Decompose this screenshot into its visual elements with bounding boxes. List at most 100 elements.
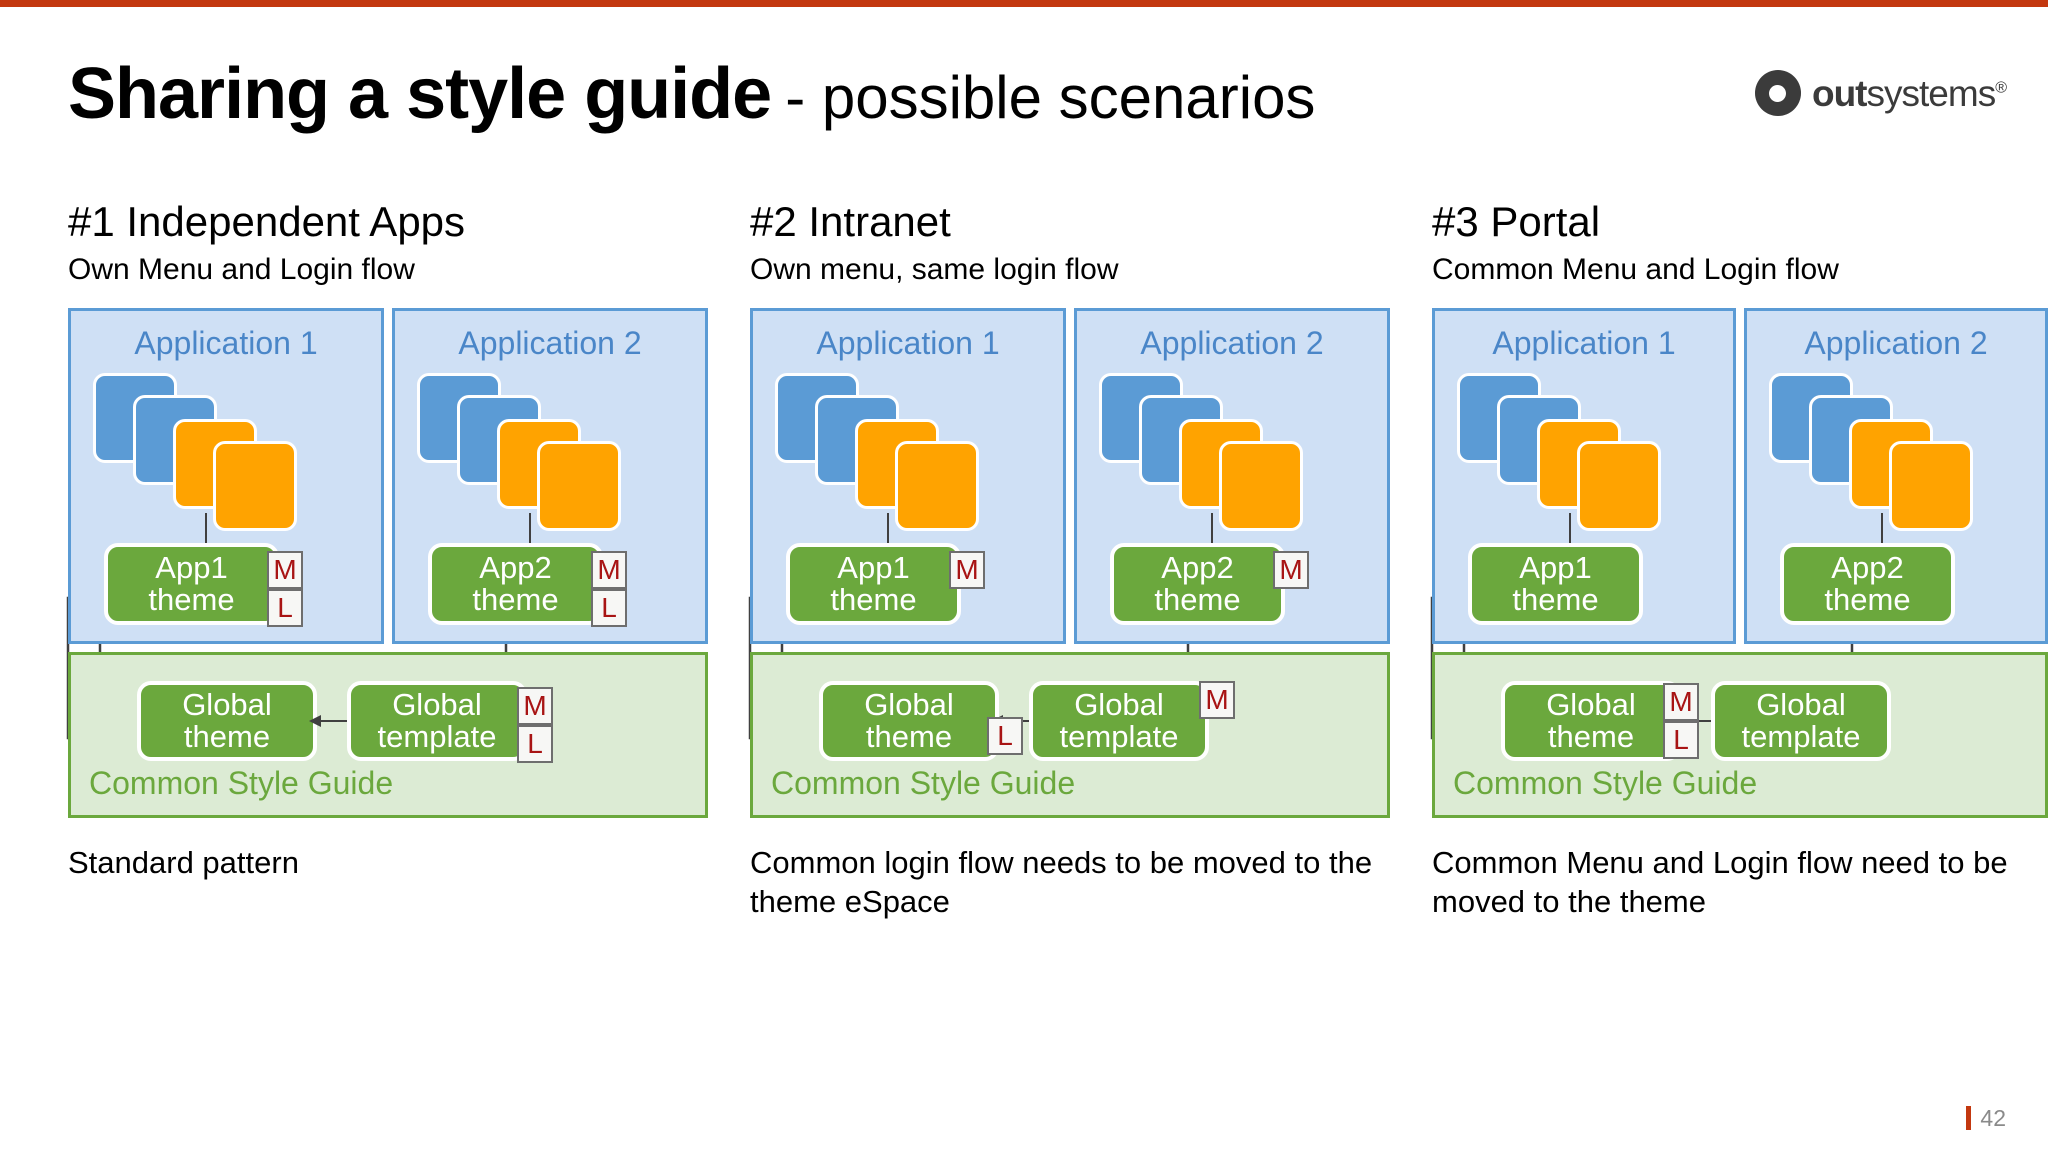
column-1-heading: #1 Independent Apps — [68, 198, 466, 245]
app-panel-1-title: Application 1 — [816, 325, 1000, 362]
column-3-apps-row: Application 1 App1 theme Application 2 — [1432, 308, 2048, 645]
global-template-line1: Global — [1074, 686, 1164, 722]
app2-theme-box: App2 theme — [428, 543, 603, 626]
global-theme-line2: theme — [865, 719, 953, 755]
global-theme-box: Global theme — [819, 681, 999, 762]
page-number-value: 42 — [1980, 1104, 2006, 1131]
module-square-orange-2 — [537, 441, 621, 532]
app1-theme-line2: theme — [830, 582, 917, 618]
module-square-orange-2 — [1577, 441, 1661, 532]
global-template-box: Global template — [1029, 681, 1209, 762]
badge-m: M — [949, 551, 985, 590]
global-theme-box: Global theme — [137, 681, 317, 762]
module-stack — [93, 373, 381, 567]
app2-theme-box: App2 theme — [1110, 543, 1285, 626]
app-panel-1: Application 1 App1 theme M L — [68, 308, 384, 645]
app1-theme-line1: App1 — [1519, 549, 1592, 585]
app-panel-2: Application 2 App2 theme M — [1074, 308, 1390, 645]
global-theme-line1: Global — [1546, 686, 1636, 722]
app2-theme-line2: theme — [472, 582, 559, 618]
outsystems-logo: outsystems® — [1754, 70, 2007, 116]
badge-m: M — [267, 551, 303, 590]
global-template-line2: template — [1059, 719, 1179, 755]
registered-mark: ® — [1995, 79, 2007, 97]
app2-theme-line2: theme — [1154, 582, 1241, 618]
app-panel-2-title: Application 2 — [1140, 325, 1324, 362]
module-stack — [1099, 373, 1387, 567]
global-template-box: Global template — [1711, 681, 1891, 762]
module-square-orange-2 — [213, 441, 297, 532]
common-style-guide-label: Common Style Guide — [89, 765, 394, 802]
page-number-tick — [1966, 1106, 1972, 1130]
badge-m: M — [591, 551, 627, 590]
global-template-line1: Global — [1756, 686, 1846, 722]
column-3-diagram: Application 1 App1 theme Application 2 — [1430, 308, 2048, 819]
badge-l: L — [591, 589, 627, 628]
app1-theme-box: App1 theme — [786, 543, 961, 626]
app1-theme-line1: App1 — [155, 549, 228, 585]
column-2-subheading: Own menu, same login flow — [750, 253, 1119, 287]
global-theme-box: Global theme — [1501, 681, 1681, 762]
scenario-column-1: #1 Independent Apps Own Menu and Login f… — [66, 198, 708, 883]
app-panel-2: Application 2 App2 theme M L — [392, 308, 708, 645]
page-title: Sharing a style guide - possible scenari… — [68, 58, 1315, 130]
module-square-orange-2 — [1219, 441, 1303, 532]
badge-l: L — [267, 589, 303, 628]
donut-icon — [1754, 70, 1801, 116]
template-to-theme-arrow — [309, 715, 349, 728]
column-3-heading: #3 Portal — [1432, 198, 1601, 245]
common-style-guide-panel-2: Global theme Global template L M Common … — [750, 652, 1390, 819]
column-3-caption: Common Menu and Login flow need to be mo… — [1432, 845, 2008, 919]
column-3-subheading: Common Menu and Login flow — [1432, 253, 1839, 287]
page-title-bold: Sharing a style guide — [68, 54, 772, 134]
module-stack — [1769, 373, 2045, 567]
app2-theme-line1: App2 — [1831, 549, 1904, 585]
common-style-guide-label: Common Style Guide — [771, 765, 1076, 802]
app1-theme-line1: App1 — [837, 549, 910, 585]
app1-theme-line2: theme — [1512, 582, 1599, 618]
scenario-column-3: #3 Portal Common Menu and Login flow App… — [1430, 198, 2048, 922]
column-2-diagram: Application 1 App1 theme M Application 2 — [748, 308, 1390, 819]
column-1-diagram: Application 1 App1 theme M L Application… — [66, 308, 708, 819]
global-theme-line2: theme — [1547, 719, 1635, 755]
app2-theme-box: App2 theme — [1780, 543, 1955, 626]
badge-m: M — [1199, 681, 1235, 720]
module-stack — [1457, 373, 1733, 567]
app1-theme-line2: theme — [148, 582, 235, 618]
logo-text-light: systems — [1866, 72, 1997, 114]
app2-theme-line1: App2 — [479, 549, 552, 585]
scenario-column-2: #2 Intranet Own menu, same login flow Ap… — [748, 198, 1390, 922]
global-template-line2: template — [377, 719, 497, 755]
app-panel-1-title: Application 1 — [134, 325, 318, 362]
app-panel-1: Application 1 App1 theme M — [750, 308, 1066, 645]
column-2-heading: #2 Intranet — [750, 198, 951, 245]
global-template-box: Global template — [347, 681, 527, 762]
global-theme-line1: Global — [182, 686, 272, 722]
global-template-line2: template — [1741, 719, 1861, 755]
column-1-caption: Standard pattern — [68, 845, 299, 881]
badge-m: M — [1663, 683, 1699, 722]
app-panel-1-title: Application 1 — [1492, 325, 1676, 362]
app-panel-2-title: Application 2 — [1804, 325, 1988, 362]
module-square-orange-2 — [895, 441, 979, 532]
badge-m: M — [1273, 551, 1309, 590]
column-1-apps-row: Application 1 App1 theme M L Application… — [68, 308, 708, 645]
global-theme-line2: theme — [183, 719, 271, 755]
logo-text-bold: out — [1811, 72, 1868, 114]
badge-m: M — [517, 687, 553, 726]
common-style-guide-label: Common Style Guide — [1453, 765, 1758, 802]
badge-l: L — [987, 717, 1023, 756]
top-accent-rule — [0, 0, 2048, 7]
app1-theme-box: App1 theme — [104, 543, 279, 626]
column-1-subheading: Own Menu and Login flow — [68, 253, 415, 287]
page-title-light: - possible scenarios — [785, 64, 1316, 131]
module-stack — [417, 373, 705, 567]
badge-l: L — [1663, 721, 1699, 760]
app-panel-2-title: Application 2 — [458, 325, 642, 362]
app1-theme-box: App1 theme — [1468, 543, 1643, 626]
common-style-guide-panel-1: Global theme Global template M L Common … — [68, 652, 708, 819]
module-square-orange-2 — [1889, 441, 1973, 532]
page-number: 42 — [1966, 1106, 2006, 1130]
app-panel-2: Application 2 App2 theme — [1744, 308, 2048, 645]
module-stack — [775, 373, 1063, 567]
